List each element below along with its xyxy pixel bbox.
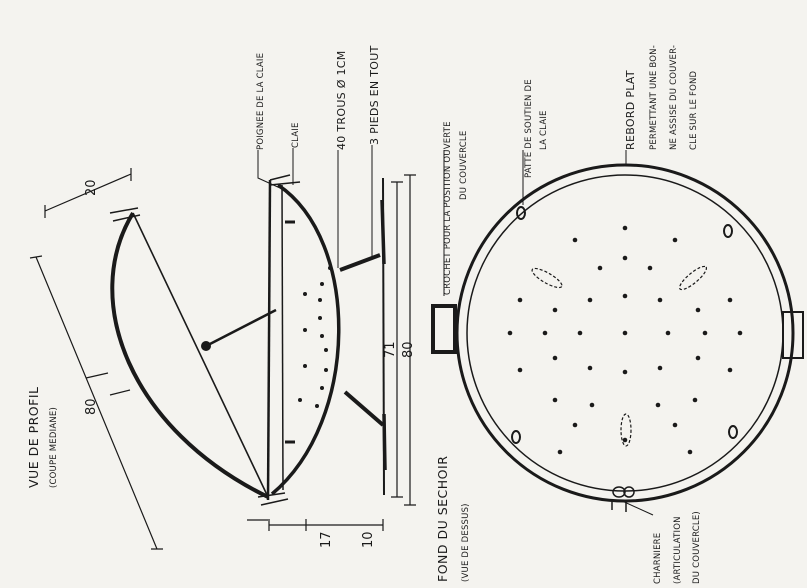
label-trous: 40 TROUS Ø 1CM (335, 50, 348, 150)
bottom-title: FOND DU SECHOIR (435, 456, 450, 582)
label-rebord-3: NE ASSISE DU COUVER- (669, 45, 679, 150)
leader-charniere (619, 499, 654, 516)
lid-arc (110, 211, 269, 499)
crochet-hook (431, 304, 457, 354)
foot-line (380, 199, 387, 471)
lid-hinge-knob (201, 341, 211, 351)
leg-bottom (343, 390, 385, 427)
rim-line (266, 179, 272, 501)
dim-line-71-80 (391, 174, 416, 506)
profile-annotations: POIGNEE DE LA CLAIE CLAIE 40 TROUS Ø 1CM… (256, 45, 381, 268)
profile-view (29, 168, 416, 550)
label-crochet-1: CROCHET POUR LA POSITION OUVERTE (443, 121, 453, 295)
label-poignee: POIGNEE DE LA CLAIE (256, 53, 266, 150)
hinge-right (782, 311, 804, 359)
bottom-subtitle: (VUE DE DESSUS) (461, 503, 471, 582)
dim-label-80b: 80 (401, 341, 416, 358)
dim-line-17-10 (247, 519, 384, 531)
profile-title-group: VUE DE PROFIL (COUPE MEDIANE) (26, 387, 59, 488)
label-charniere-3: DU COUVERCLE) (692, 511, 702, 584)
label-patte-1: PATTE DE SOUTIEN DE (524, 79, 534, 178)
leg-top (339, 253, 381, 272)
leader-poignee (257, 150, 281, 189)
label-patte-2: LA CLAIE (539, 110, 549, 150)
label-claie: CLAIE (291, 122, 301, 148)
dim-line-80 (29, 255, 163, 550)
label-rebord-2: PERMETTANT UNE BON- (649, 45, 659, 150)
label-rebord-4: CLE SUR LE FOND (689, 70, 699, 150)
bowl-arc (270, 183, 341, 496)
claie-support-tabs (511, 206, 738, 444)
dim-label-10: 10 (361, 531, 376, 548)
lid-tab (109, 207, 141, 222)
bottom-view (431, 150, 804, 516)
leg-positions (531, 265, 708, 447)
profile-subtitle: (COUPE MEDIANE) (49, 407, 59, 488)
claie-line (281, 184, 284, 491)
label-crochet-2: DU COUVERCLE (459, 131, 469, 200)
profile-title: VUE DE PROFIL (26, 387, 41, 488)
charniere-icon (611, 486, 635, 512)
lid-chord (132, 212, 269, 498)
claie-handle (285, 220, 295, 444)
dim-label-80: 80 (84, 398, 99, 415)
label-rebord-1: REBORD PLAT (624, 70, 637, 150)
label-pieds: 3 PIEDS EN TOUT (368, 45, 381, 145)
lid-hinge-mark (257, 492, 289, 506)
hole-pattern (507, 225, 743, 455)
label-charniere-1: CHARNIERE (653, 533, 663, 584)
dim-label-17: 17 (319, 531, 334, 548)
dim-label-71: 71 (383, 341, 398, 358)
label-charniere-2: (ARTICULATION (673, 516, 683, 584)
rim-tab-top (269, 174, 301, 186)
bowl-holes (298, 266, 332, 408)
dim-line-20 (44, 168, 132, 218)
dim-label-20: 20 (84, 179, 99, 196)
lid-support-arm (207, 308, 277, 347)
